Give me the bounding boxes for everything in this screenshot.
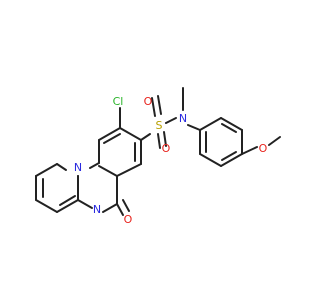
- molecule-diagram: Cl S O O N N N O O: [35, 87, 281, 226]
- carbonyl-oxygen-label: O: [124, 213, 133, 226]
- bond: [98, 127, 121, 141]
- bond: [77, 199, 93, 209]
- bond: [56, 199, 79, 213]
- sulfonyl-oxygen-right-label: O: [162, 142, 171, 155]
- bond: [241, 146, 258, 155]
- bond: [116, 203, 124, 216]
- bond: [220, 153, 243, 167]
- methoxy-oxygen-label: O: [259, 142, 268, 155]
- bond: [220, 117, 243, 131]
- bond: [157, 95, 162, 115]
- chlorine-label: Cl: [113, 95, 124, 108]
- bond: [199, 153, 222, 167]
- ring-nitrogen-bridge-label: N: [74, 161, 82, 174]
- bond: [165, 117, 177, 124]
- bond: [221, 123, 237, 133]
- sulfonamide-nitrogen-label: N: [179, 112, 187, 125]
- bond: [140, 133, 151, 141]
- bond: [89, 162, 100, 169]
- bond: [199, 117, 222, 131]
- bond: [59, 195, 76, 206]
- bond: [122, 199, 130, 212]
- bond: [268, 136, 281, 146]
- bond: [35, 199, 58, 213]
- bond: [35, 163, 58, 177]
- bond: [103, 133, 121, 144]
- bond: [98, 165, 118, 177]
- bond: [221, 151, 237, 161]
- bond: [157, 133, 161, 149]
- bond: [151, 97, 156, 117]
- bond: [163, 131, 167, 147]
- bond-layer: [35, 87, 281, 216]
- bond: [116, 163, 142, 177]
- atom-label-layer: Cl S O O N N N O O: [74, 95, 268, 226]
- bond: [56, 163, 67, 171]
- ring-nitrogen-imine-label: N: [93, 203, 101, 216]
- sulfonyl-oxygen-left-label: O: [144, 95, 153, 108]
- bond: [119, 127, 142, 141]
- bond: [187, 124, 201, 131]
- sulfur-label: S: [156, 119, 163, 132]
- bond: [102, 203, 118, 213]
